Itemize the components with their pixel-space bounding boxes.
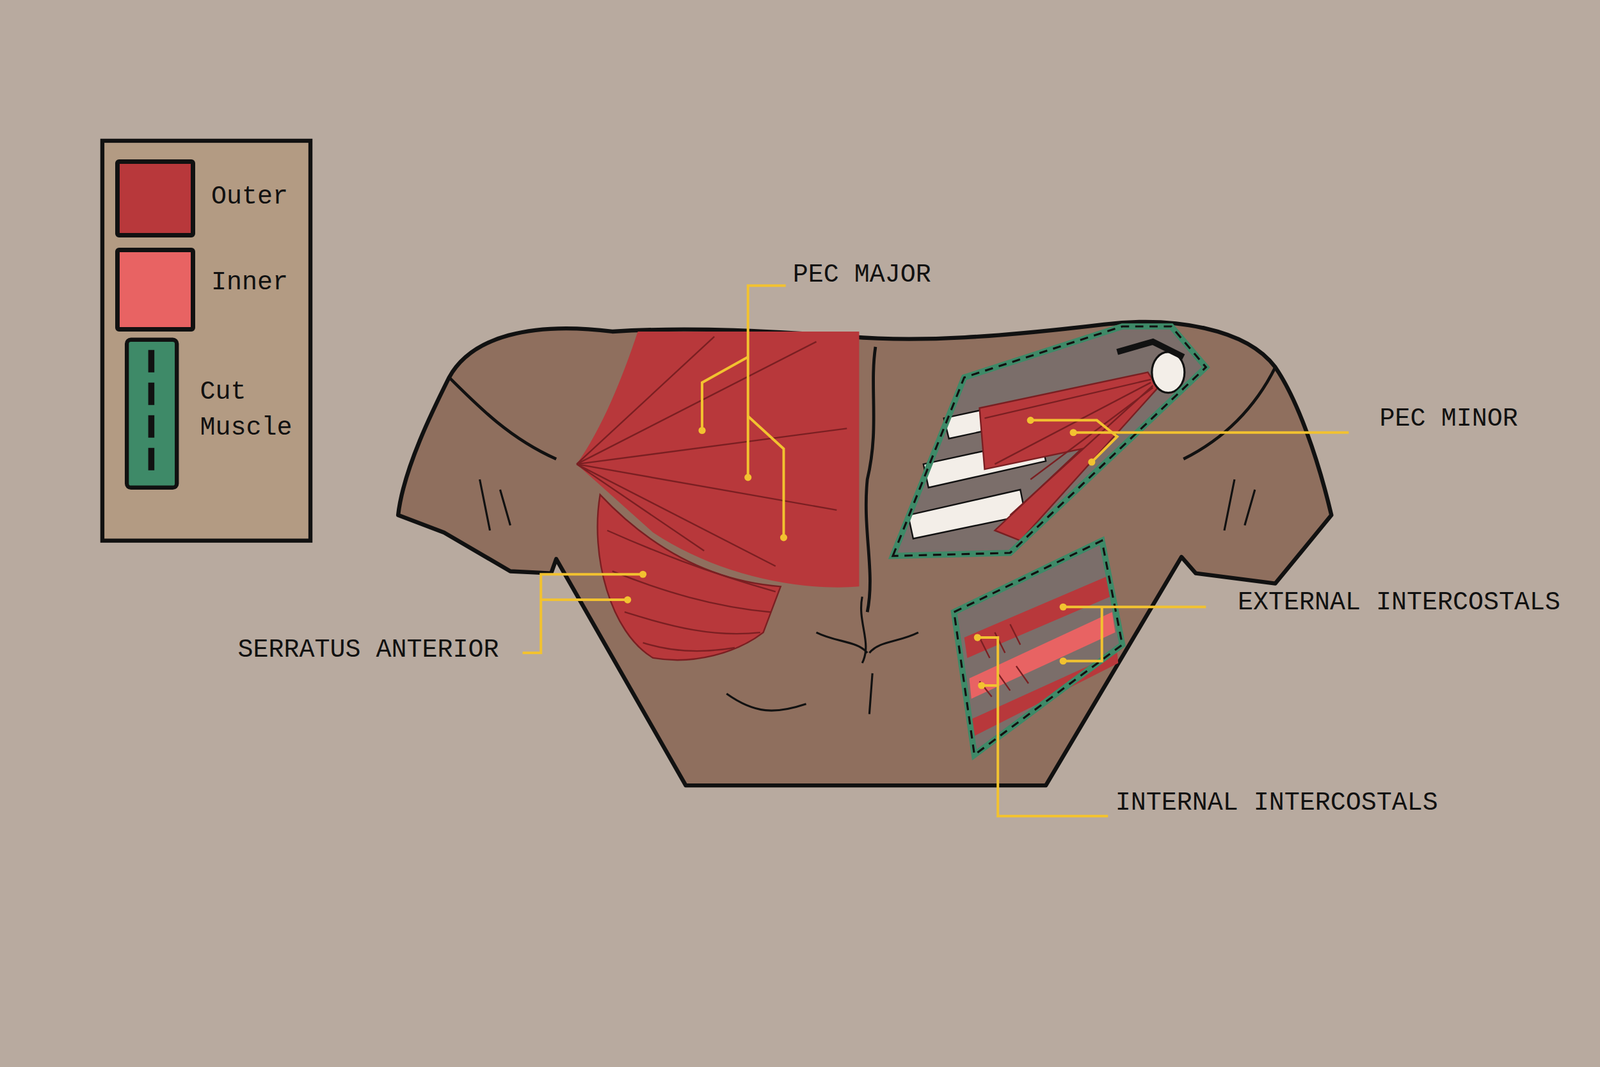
legend-text: Outer — [211, 179, 416, 216]
pec-major-label: PEC MAJOR — [792, 259, 932, 291]
internal-intercostals-label: INTERNAL INTERCOSTALS — [1115, 787, 1439, 819]
legend-text: Inner — [211, 264, 416, 301]
external-intercostals-label: EXTERNAL INTERCOSTALS — [1237, 587, 1561, 619]
legend-swatch — [115, 159, 195, 239]
serratus-anterior-label: SERRATUS ANTERIOR — [237, 634, 499, 666]
pec-minor-label: PEC MINOR — [1379, 403, 1519, 435]
legend-text: Cut Muscle — [200, 374, 313, 447]
legend-swatch — [115, 247, 195, 332]
